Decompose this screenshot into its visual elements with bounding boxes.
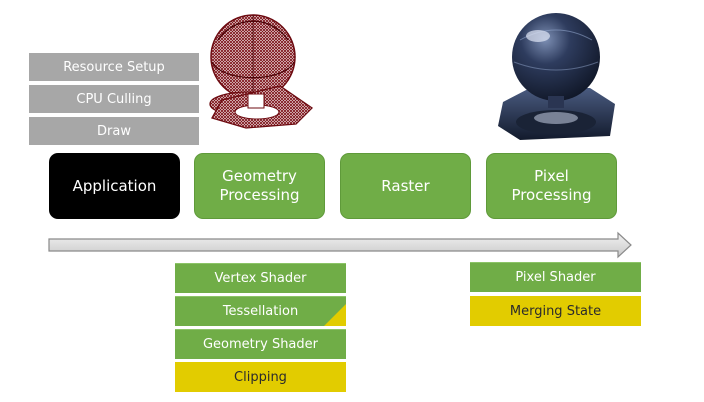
substage-clipping: Clipping — [175, 362, 346, 392]
substage-pixel-shader: Pixel Shader — [470, 262, 641, 292]
stage-geometry-processing: Geometry Processing — [194, 153, 325, 219]
app-step-draw: Draw — [29, 117, 199, 145]
stage-raster: Raster — [340, 153, 471, 219]
optional-stage-corner-marker — [324, 304, 346, 326]
app-step-cpu-culling: CPU Culling — [29, 85, 199, 113]
stage-application: Application — [49, 153, 180, 219]
substage-vertex-shader: Vertex Shader — [175, 263, 346, 293]
substage-geometry-shader: Geometry Shader — [175, 329, 346, 359]
app-step-resource-setup: Resource Setup — [29, 53, 199, 81]
substage-tessellation-label: Tessellation — [222, 304, 299, 319]
stage-pixel-processing: Pixel Processing — [486, 153, 617, 219]
substage-tessellation: Tessellation — [175, 296, 346, 326]
substage-merging-state: Merging State — [470, 296, 641, 326]
